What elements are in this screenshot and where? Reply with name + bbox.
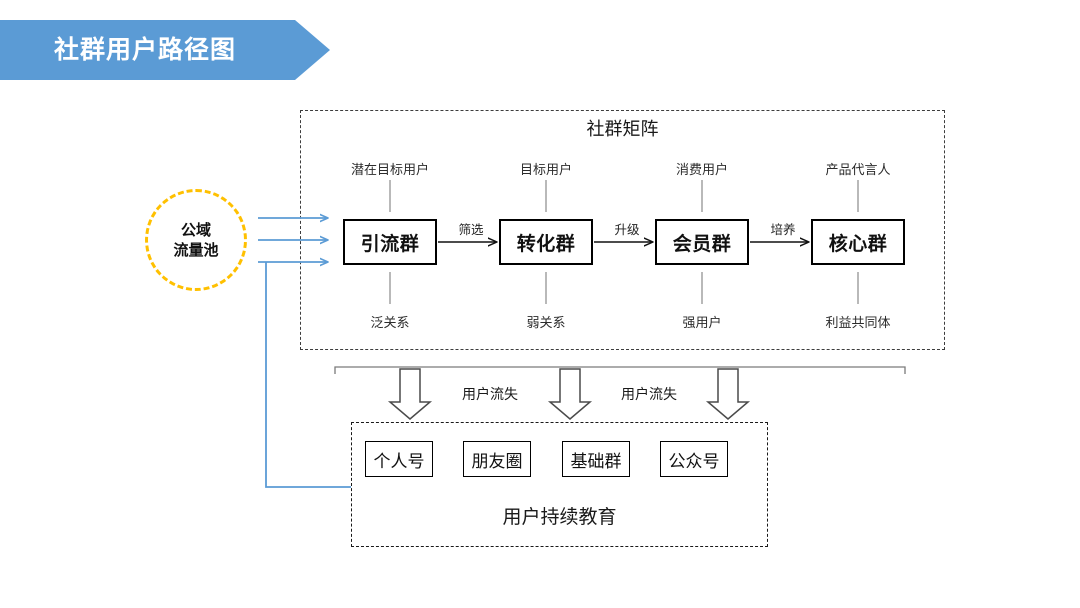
churn-label-2: 用户流失 — [621, 387, 677, 403]
churn-label-1: 用户流失 — [462, 387, 518, 403]
stage-bottom-label-4: 利益共同体 — [825, 316, 891, 331]
page-title: 社群用户路径图 — [54, 35, 237, 64]
channel-chip-moments[interactable]: 朋友圈 — [463, 441, 531, 477]
stage-box-traffic-group[interactable]: 引流群 — [343, 219, 437, 265]
stage-bottom-label-1: 泛关系 — [370, 316, 410, 331]
transition-label-screen: 筛选 — [458, 222, 484, 237]
user-education-container — [351, 422, 768, 547]
title-banner: 社群用户路径图 — [0, 20, 330, 80]
stage-top-label-2: 目标用户 — [519, 163, 572, 178]
churn-bracket — [334, 366, 906, 374]
stage-bottom-label-3: 强用户 — [682, 316, 722, 331]
stage-top-label-3: 消费用户 — [675, 163, 728, 178]
stage-box-core-group[interactable]: 核心群 — [811, 219, 905, 265]
channel-chip-personal-account[interactable]: 个人号 — [365, 441, 433, 477]
churn-arrow-2 — [547, 368, 593, 420]
stage-top-label-1: 潜在目标用户 — [350, 163, 429, 178]
transition-label-nurture: 培养 — [770, 222, 796, 237]
community-matrix-title: 社群矩阵 — [586, 119, 659, 140]
churn-arrow-1 — [387, 368, 433, 420]
public-traffic-pool-node: 公域 流量池 — [145, 189, 247, 291]
channel-chip-official-account[interactable]: 公众号 — [660, 441, 728, 477]
banner-arrow-shape — [0, 20, 330, 80]
churn-arrow-3 — [705, 368, 751, 420]
stage-bottom-label-2: 弱关系 — [526, 316, 566, 331]
stage-box-member-group[interactable]: 会员群 — [655, 219, 749, 265]
transition-label-upgrade: 升级 — [614, 222, 640, 237]
public-traffic-pool-label: 公域 流量池 — [173, 221, 219, 259]
user-education-caption: 用户持续教育 — [502, 506, 617, 528]
stage-box-conversion-group[interactable]: 转化群 — [499, 219, 593, 265]
channel-chip-basic-group[interactable]: 基础群 — [562, 441, 630, 477]
stage-top-label-4: 产品代言人 — [825, 163, 891, 178]
community-matrix-container — [300, 110, 945, 350]
